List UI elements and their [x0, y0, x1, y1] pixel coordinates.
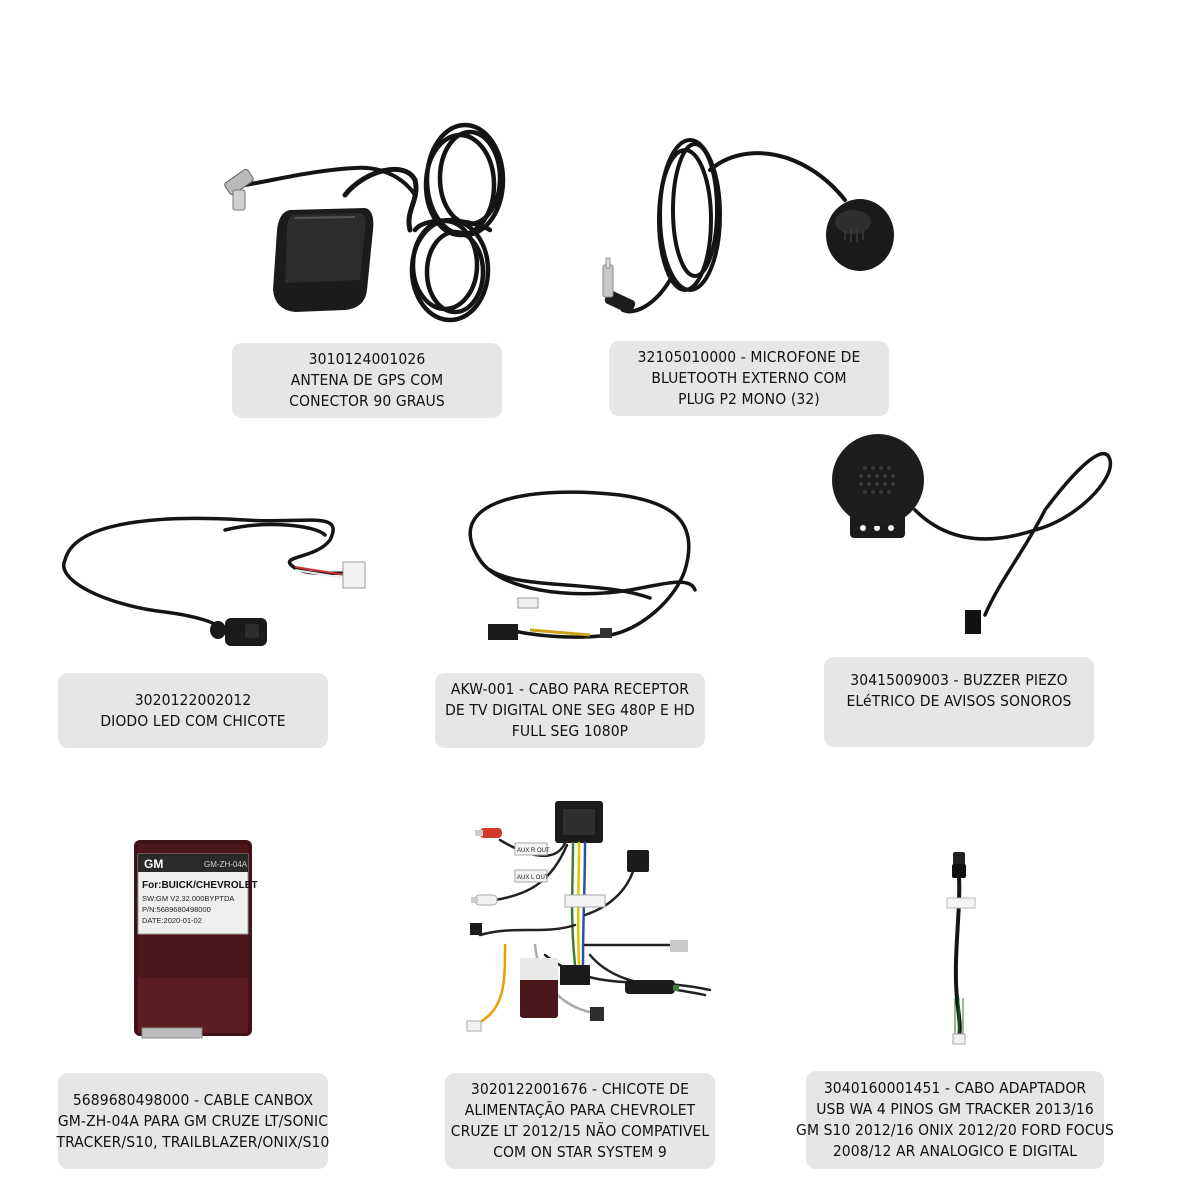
label-line: 5689680498000 - CABLE CANBOX — [72, 1090, 314, 1109]
label-line: ANTENA DE GPS COM — [290, 371, 444, 389]
label-line: ALIMENTAÇÃO PARA CHEVROLET — [464, 1101, 696, 1119]
microphone-label: 32105010000 - MICROFONE DE BLUETOOTH EXT… — [609, 341, 889, 416]
gps-antenna-image — [215, 120, 515, 340]
canbox-model: GM-ZH-04A — [204, 860, 248, 869]
label-line: 3020122002012 — [134, 690, 252, 709]
label-line: DIODO LED COM CHICOTE — [100, 711, 286, 730]
label-line: 2008/12 AR ANALOGICO E DIGITAL — [832, 1142, 1078, 1160]
label-line: PLUG P2 MONO (32) — [678, 390, 820, 408]
canbox-sw: SW:GM V2.32.000BYPTDA — [142, 894, 234, 903]
microphone-image — [595, 130, 905, 330]
label-line: 3020122001676 - CHICOTE DE — [470, 1080, 690, 1098]
usb-adapter-label: 3040160001451 - CABO ADAPTADOR USB WA 4 … — [796, 1071, 1114, 1169]
led-diode-label: 3020122002012 DIODO LED COM CHICOTE — [58, 673, 328, 748]
gps-antenna-label: 3010124001026 ANTENA DE GPS COM CONECTOR… — [232, 343, 502, 418]
canbox-label: 5689680498000 - CABLE CANBOX GM-ZH-04A P… — [56, 1073, 330, 1169]
canbox-date: DATE:2020-01-02 — [142, 916, 202, 925]
buzzer-image — [825, 434, 1125, 650]
label-line: ELéTRICO DE AVISOS SONOROS — [846, 692, 1072, 710]
label-line: TRACKER/S10, TRAILBLAZER/ONIX/S10 — [56, 1132, 330, 1151]
canbox-for: For:BUICK/CHEVROLET — [142, 880, 258, 891]
label-line: AKW-001 - CABO PARA RECEPTOR — [450, 680, 690, 698]
label-line: CONECTOR 90 GRAUS — [289, 392, 445, 410]
label-line: 32105010000 - MICROFONE DE — [637, 348, 861, 366]
buzzer-label: 30415009003 - BUZZER PIEZO ELéTRICO DE A… — [824, 657, 1094, 747]
label-line: COM ON STAR SYSTEM 9 — [493, 1143, 667, 1161]
usb-adapter-image — [925, 848, 985, 1048]
harness-image: AUX R OUT AUX L OUT — [445, 795, 725, 1050]
canbox-brand: GM — [144, 857, 163, 871]
aux-l-tag: AUX L OUT — [517, 875, 549, 881]
label-line: GM-ZH-04A PARA GM CRUZE LT/SONIC — [57, 1111, 329, 1130]
label-line: 3010124001026 — [308, 350, 426, 368]
label-line: 30415009003 - BUZZER PIEZO — [850, 671, 1068, 689]
label-line: 3040160001451 - CABO ADAPTADOR — [823, 1079, 1087, 1097]
label-line: DE TV DIGITAL ONE SEG 480P E HD — [445, 701, 695, 719]
led-diode-image — [45, 500, 375, 660]
label-line: USB WA 4 PINOS GM TRACKER 2013/16 — [816, 1100, 1094, 1118]
aux-r-tag: AUX R OUT — [517, 848, 550, 854]
harness-label: 3020122001676 - CHICOTE DE ALIMENTAÇÃO P… — [445, 1073, 715, 1169]
canbox-pn: P/N:5689680498000 — [142, 905, 211, 914]
label-line: BLUETOOTH EXTERNO COM — [651, 369, 847, 387]
canbox-image: GM GM-ZH-04A For:BUICK/CHEVROLET SW:GM V… — [132, 838, 258, 1043]
label-line: GM S10 2012/16 ONIX 2012/20 FORD FOCUS — [796, 1121, 1114, 1139]
label-line: CRUZE LT 2012/15 NÃO COMPATIVEL — [450, 1122, 710, 1140]
tv-cable-label: AKW-001 - CABO PARA RECEPTOR DE TV DIGIT… — [435, 673, 705, 748]
label-line: FULL SEG 1080P — [511, 722, 629, 740]
tv-cable-image — [450, 480, 710, 670]
